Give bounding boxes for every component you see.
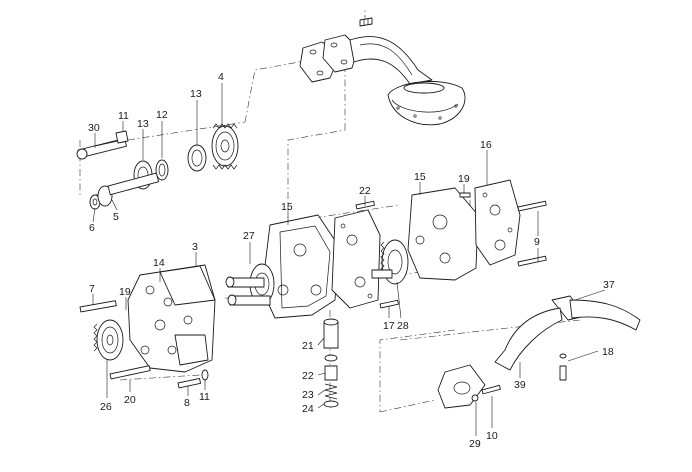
- gear-28: [371, 239, 409, 285]
- label-9: 9: [534, 236, 540, 248]
- oil-pickup-strainer: [299, 34, 466, 126]
- label-16: 16: [480, 139, 492, 151]
- shaft-assembly-upper: [76, 125, 239, 190]
- label-12: 12: [156, 109, 168, 121]
- bolt-17: [379, 299, 399, 309]
- bolts-9: [517, 200, 547, 267]
- part-number-labels: 30 11 13 12 13 4 6 5 7 14 3 19 26 20 8 1…: [88, 71, 615, 450]
- label-17: 17: [383, 320, 395, 332]
- label-10: 10: [486, 430, 498, 442]
- bolt-7: [79, 300, 117, 313]
- label-15-right: 15: [414, 171, 426, 183]
- relief-valve: [323, 318, 339, 408]
- label-8: 8: [184, 397, 190, 409]
- label-13-left: 13: [137, 118, 149, 130]
- label-29: 29: [469, 438, 481, 450]
- gear-26: [93, 319, 124, 361]
- label-37: 37: [603, 279, 615, 291]
- label-39: 39: [514, 379, 526, 391]
- label-23: 23: [302, 389, 314, 401]
- label-11-top: 11: [118, 110, 129, 122]
- label-4: 4: [218, 71, 224, 83]
- bolt-18: [559, 353, 567, 381]
- pump-body-right: [407, 187, 479, 281]
- bolt-20: [109, 365, 151, 380]
- label-27: 27: [243, 230, 255, 242]
- label-7: 7: [89, 283, 95, 295]
- top-bolt: [359, 17, 373, 27]
- label-28: 28: [397, 320, 409, 332]
- label-30: 30: [88, 122, 100, 134]
- gear-shaft-27: [225, 263, 275, 306]
- label-6: 6: [89, 222, 95, 234]
- label-24: 24: [302, 403, 314, 415]
- label-3: 3: [192, 241, 198, 253]
- label-22-bottom: 22: [302, 370, 314, 382]
- label-13-right: 13: [190, 88, 202, 100]
- label-22-top: 22: [359, 185, 371, 197]
- pin-19-right: [459, 192, 471, 198]
- pump-body-center: [261, 214, 339, 319]
- bolts-29-10: [471, 384, 501, 402]
- label-19-left: 19: [119, 286, 131, 298]
- drive-gear-4: [212, 123, 238, 170]
- label-18: 18: [602, 346, 614, 358]
- label-11-bottom: 11: [199, 391, 210, 403]
- label-19-right: 19: [458, 173, 470, 185]
- label-21: 21: [302, 340, 314, 352]
- label-5: 5: [113, 211, 119, 223]
- label-15-center: 15: [281, 201, 293, 213]
- leader-lines: [92, 83, 606, 436]
- pump-cover-left: [127, 264, 216, 373]
- shaft-assembly-lower: [89, 172, 160, 210]
- gasket-plate-center: [331, 209, 381, 309]
- label-26: 26: [100, 401, 112, 413]
- label-20: 20: [124, 394, 136, 406]
- pump-cover-right: [474, 179, 521, 266]
- label-14: 14: [153, 257, 165, 269]
- bolt-8-nut-11: [177, 369, 209, 389]
